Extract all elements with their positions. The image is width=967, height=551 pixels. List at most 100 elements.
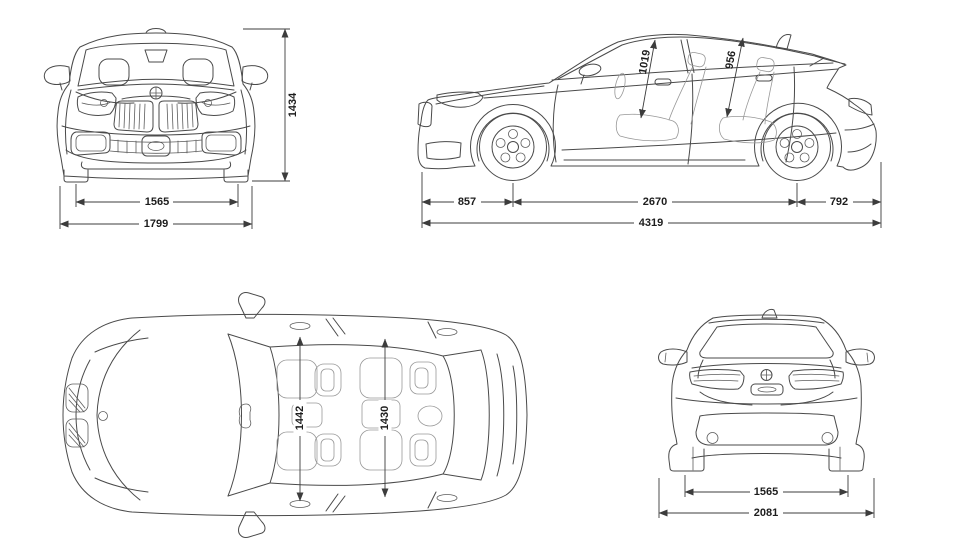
spoke [515,152,526,163]
label-rear-headroom: 956 [723,50,738,70]
headlight-left [76,91,117,116]
hood-seam [435,85,545,105]
roof-front-arc [269,346,280,484]
side-silhouette [417,33,877,171]
kidney-grille-right [158,100,199,133]
side-mirror [578,63,602,77]
front-seat-back-top2 [314,433,342,467]
front-headrest-top1 [320,368,335,392]
label-bg-overall-length [634,217,668,229]
rear-hub [791,141,803,153]
plate-oval [757,386,777,393]
door-handle-3 [289,500,311,508]
front-tire [479,113,547,181]
label-front-overhang: 857 [458,196,476,208]
tailgate-arcs [496,353,518,477]
dim-front-headroom [639,39,657,119]
exhaust-right [821,432,834,444]
headlight-inner-right [200,101,231,106]
b-pillar [680,39,695,74]
side-wheel-spokes [495,129,815,163]
rear-dimensions: 1565 2081 [658,475,875,519]
grille-bars-right [166,103,194,130]
plate-strip [750,383,784,396]
label-height: 1434 [287,92,299,117]
label-track: 1565 [145,196,169,208]
intake-inner-left [75,134,107,152]
spoke [784,152,795,163]
roundel-cross [149,86,163,100]
headlight-side [436,91,484,108]
lower-crease [561,132,837,151]
rear-window [699,323,834,359]
tailgate-top-line [691,363,842,369]
label-rear-interior-width: 1430 [379,406,391,430]
front-seat-headrest [687,52,706,68]
dim-rear-headroom [725,37,745,118]
cowl-line [77,83,235,91]
rear-seat-back [742,71,775,125]
wheel-flap-right [223,169,249,183]
rear-headrest-1-inner [414,367,429,389]
front-seat-back-top1 [314,363,342,397]
kidney-side [417,101,433,128]
label-bg-rear-overhang [826,196,853,208]
front-hub [507,141,519,153]
door-handle-2 [436,328,458,336]
rear-tire [763,113,831,181]
intake-right [201,131,242,156]
center-box [141,135,171,157]
rear-center-headrest [417,405,443,427]
front-view: 1434 1565 1799 [43,28,299,230]
roof-antenna [145,28,167,34]
rear-rim [775,125,819,169]
right-mirror [241,65,269,91]
chin-line [65,149,247,164]
front-bumper-inner [75,359,91,471]
slat-band [109,139,203,154]
side-dimensions: 1019 956 857 2670 792 4319 [421,37,882,229]
front-details [75,86,237,154]
label-front-interior-width: 1442 [294,406,306,430]
side-creases [64,89,248,155]
label-bg-rear-interior [378,400,392,436]
label-bg-width [139,218,173,230]
bumper-separator [61,125,251,136]
spoke [804,138,815,148]
label-bg-mirror-width [749,507,783,519]
center-box-oval [147,141,165,151]
taillight-inner-right [792,373,840,382]
kidney-top-lower [65,418,89,448]
right-headrest [182,58,214,86]
ext-lines-height [243,28,290,182]
taillight-left [689,369,745,390]
spoiler-base [814,55,846,65]
windshield [77,42,235,87]
a-pillars-top [227,333,271,497]
front-headrest-top2 [320,438,335,462]
label-width: 1799 [144,218,168,230]
interior-mirror [144,49,168,63]
spoke [792,129,802,139]
wheel-inner-lines [692,446,841,471]
roundel-cross-rear [760,369,773,381]
rear-mirror-left [658,348,688,366]
headlight-top-lines [94,337,149,493]
spoke [799,152,810,163]
label-rear-overhang: 792 [830,196,848,208]
tailgate-cuts [697,359,836,406]
side-view: 1019 956 857 2670 792 4319 [417,33,882,229]
roof-rear-arc [442,355,455,475]
wheel-flap-left [63,169,89,183]
spoke [779,138,790,148]
headlight-inner-left [81,101,112,106]
rear-silhouette-left [671,317,714,445]
label-bg-wheelbase [638,196,672,208]
shoulder-crease [483,68,839,99]
rear-seat-headrest [756,57,775,73]
rear-roof [712,314,821,319]
label-mirror-width: 2081 [754,507,778,519]
kidney-top-upper [65,383,89,413]
left-headrest [98,58,130,86]
